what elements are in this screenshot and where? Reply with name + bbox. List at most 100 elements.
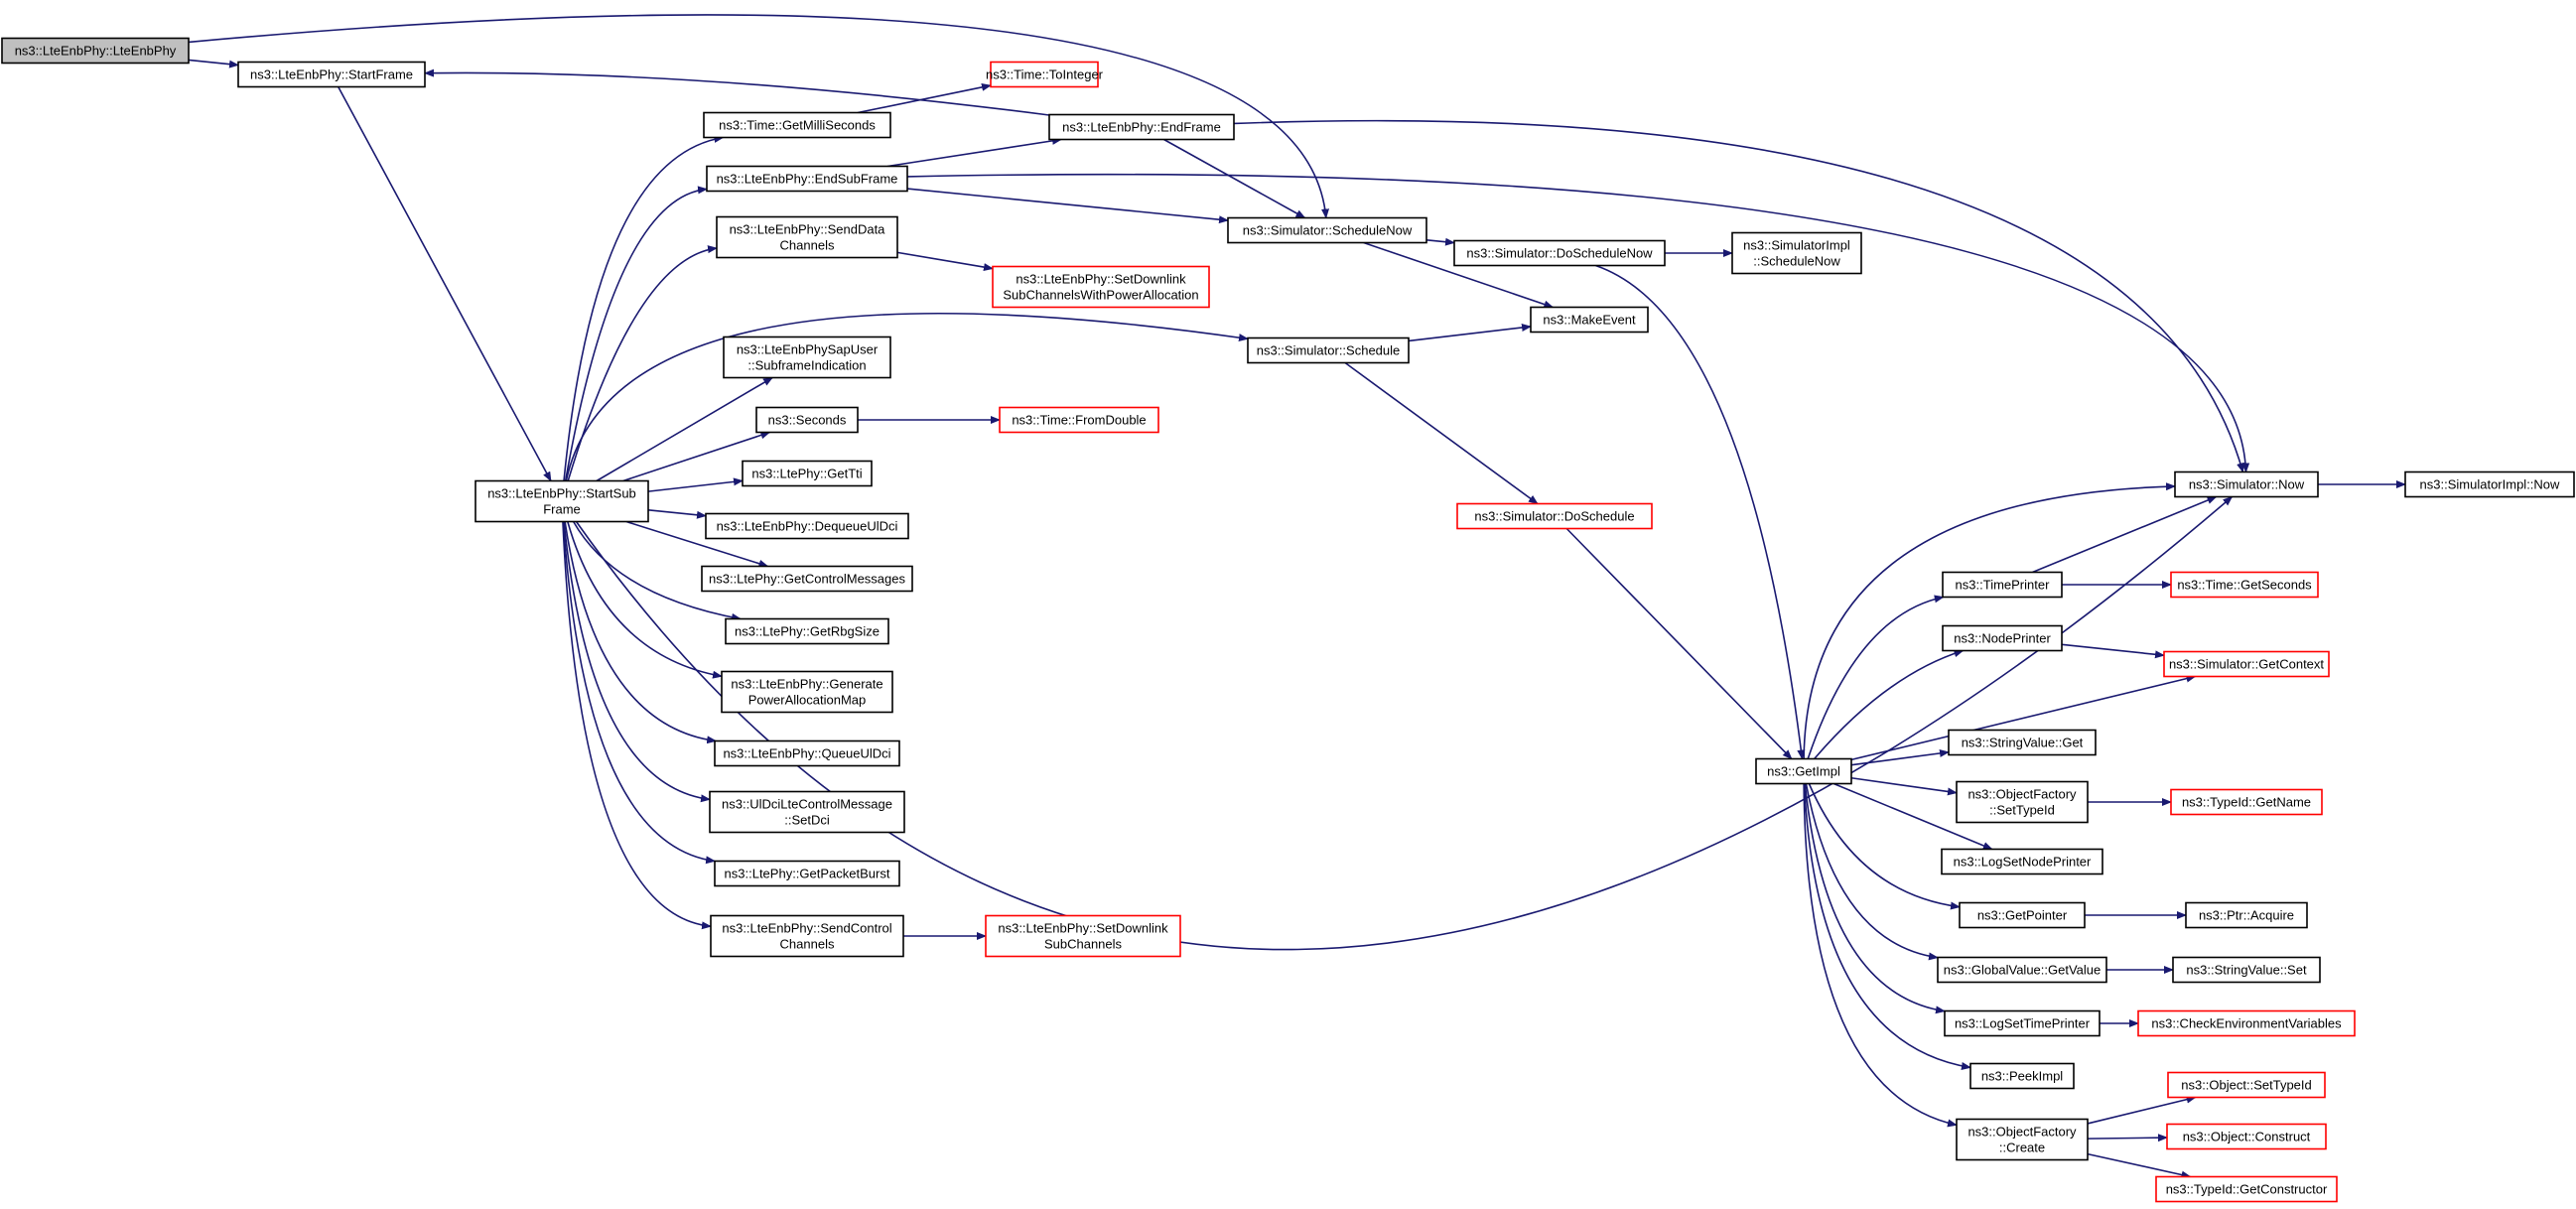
node-label: ns3::NodePrinter (1954, 631, 2051, 646)
node-nodeprinter[interactable]: ns3::NodePrinter (1942, 624, 2063, 652)
edge-getimpl-to-stringvalue_get (1850, 748, 1950, 766)
node-label: ns3::Time::GetSeconds (2177, 578, 2312, 593)
node-globalvalue_getvalue[interactable]: ns3::GlobalValue::GetValue (1937, 956, 2107, 984)
node-sim_doschedulenow[interactable]: ns3::Simulator::DoScheduleNow (1453, 239, 1666, 267)
node-getpacketburst[interactable]: ns3::LtePhy::GetPacketBurst (714, 860, 900, 887)
edge-startsubframe-to-seconds (622, 431, 771, 482)
node-box (2174, 470, 2319, 498)
node-logsettimeprinter[interactable]: ns3::LogSetTimePrinter (1944, 1009, 2101, 1037)
node-dequeueuldci[interactable]: ns3::LteEnbPhy::DequeueUlDci (705, 512, 909, 540)
node-label: ns3::LtePhy::GetPacketBurst (725, 867, 890, 881)
node-box (1959, 901, 2086, 929)
node-box (1731, 231, 1862, 275)
node-time_getmilliseconds[interactable]: ns3::Time::GetMilliSeconds (703, 111, 891, 139)
node-box (705, 512, 909, 540)
node-box (2167, 1071, 2326, 1099)
node-simimpl_schedulenow[interactable]: ns3::SimulatorImpl::ScheduleNow (1731, 231, 1862, 275)
node-label: ns3::Time::GetMilliSeconds (719, 118, 876, 133)
node-object_settypeid[interactable]: ns3::Object::SetTypeId (2167, 1071, 2326, 1099)
node-setdownlink_power[interactable]: ns3::LteEnbPhy::SetDownlinkSubChannelsWi… (992, 265, 1210, 309)
node-sim_schedule[interactable]: ns3::Simulator::Schedule (1247, 336, 1410, 364)
edge-endframe-to-sim_now (1233, 119, 2244, 473)
node-box (1048, 113, 1235, 141)
node-uldci_setdci[interactable]: ns3::UlDciLteControlMessage::SetDci (709, 790, 905, 834)
node-lteenbphy_ctor[interactable]: ns3::LteEnbPhy::LteEnbPhy (1, 37, 190, 65)
node-box (2137, 1009, 2356, 1037)
node-simimpl_now[interactable]: ns3::SimulatorImpl::Now (2404, 470, 2575, 498)
node-label: ns3::LteEnbPhy::Generate (731, 677, 882, 692)
node-box (742, 460, 873, 487)
edge-senddatachannels-to-setdownlink_power (896, 251, 994, 272)
edge-layer (188, 14, 2406, 1179)
edge-startsubframe-to-sim_schedule (565, 312, 1249, 481)
node-sapuser_subframe[interactable]: ns3::LteEnbPhySapUser::SubframeIndicatio… (723, 336, 891, 379)
node-getimpl[interactable]: ns3::GetImpl (1755, 757, 1852, 785)
node-label: ns3::ObjectFactory (1967, 787, 2077, 802)
node-label: ns3::LtePhy::GetRbgSize (735, 624, 880, 639)
node-box (2172, 956, 2321, 984)
node-sim_now[interactable]: ns3::Simulator::Now (2174, 470, 2319, 498)
edge-getimpl-to-objfactory_settypeid (1850, 776, 1958, 796)
node-box (710, 914, 904, 958)
node-typeid_getname[interactable]: ns3::TypeId::GetName (2170, 788, 2323, 816)
node-box (703, 111, 891, 139)
node-label: ns3::LteEnbPhy::StartSub (487, 486, 636, 501)
node-queueuldci[interactable]: ns3::LteEnbPhy::QueueUlDci (714, 739, 900, 767)
node-label: ns3::Ptr::Acquire (2199, 908, 2294, 923)
node-time_getseconds[interactable]: ns3::Time::GetSeconds (2170, 571, 2319, 599)
node-sim_schedulenow[interactable]: ns3::Simulator::ScheduleNow (1227, 216, 1427, 244)
node-ltephy_gettti[interactable]: ns3::LtePhy::GetTti (742, 460, 873, 487)
node-time_tointeger[interactable]: ns3::Time::ToInteger (986, 61, 1104, 88)
node-label: ns3::Time::FromDouble (1012, 413, 1146, 428)
node-objfactory_settypeid[interactable]: ns3::ObjectFactory::SetTypeId (1956, 780, 2089, 824)
node-ptr_acquire[interactable]: ns3::Ptr::Acquire (2185, 901, 2308, 929)
node-makeevent[interactable]: ns3::MakeEvent (1530, 306, 1649, 334)
node-label: ::SubframeIndication (747, 358, 866, 373)
node-timeprinter[interactable]: ns3::TimePrinter (1942, 571, 2063, 599)
node-getpointer[interactable]: ns3::GetPointer (1959, 901, 2086, 929)
node-endframe[interactable]: ns3::LteEnbPhy::EndFrame (1048, 113, 1235, 141)
node-generatepowermap[interactable]: ns3::LteEnbPhy::GeneratePowerAllocationM… (721, 670, 893, 714)
edge-getimpl-to-globalvalue_getvalue (1805, 783, 1939, 961)
edge-startsubframe-to-ltephy_gettti (647, 477, 744, 492)
node-typeid_getconstructor[interactable]: ns3::TypeId::GetConstructor (2155, 1175, 2338, 1203)
node-stringvalue_get[interactable]: ns3::StringValue::Get (1948, 729, 2097, 756)
edge-sim_schedulenow-to-makeevent (1363, 241, 1555, 309)
node-box (2155, 1175, 2338, 1203)
edge-timeprinter-to-sim_now (2032, 495, 2218, 574)
node-getrbgsize[interactable]: ns3::LtePhy::GetRbgSize (725, 617, 889, 645)
node-sim_doschedule[interactable]: ns3::Simulator::DoSchedule (1456, 502, 1653, 530)
node-endsubframe[interactable]: ns3::LteEnbPhy::EndSubFrame (706, 165, 908, 193)
node-sim_getcontext[interactable]: ns3::Simulator::GetContext (2163, 650, 2330, 678)
node-objfactory_create[interactable]: ns3::ObjectFactory::Create (1956, 1118, 2089, 1161)
node-label: ns3::LteEnbPhy::SendControl (722, 921, 891, 936)
node-label: ::SetTypeId (1989, 803, 2055, 818)
node-time_fromdouble[interactable]: ns3::Time::FromDouble (999, 406, 1159, 434)
node-startframe[interactable]: ns3::LteEnbPhy::StartFrame (237, 61, 426, 88)
node-label: ns3::TypeId::GetName (2182, 795, 2311, 810)
node-logsetnodeprinter[interactable]: ns3::LogSetNodePrinter (1941, 848, 2103, 875)
node-box (721, 670, 893, 714)
node-stringvalue_set[interactable]: ns3::StringValue::Set (2172, 956, 2321, 984)
node-box (709, 790, 905, 834)
edge-endsubframe-to-sim_schedulenow (906, 188, 1229, 224)
node-box (725, 617, 889, 645)
node-object_construct[interactable]: ns3::Object::Construct (2166, 1123, 2327, 1150)
node-label: Channels (780, 937, 835, 952)
node-peekimpl[interactable]: ns3::PeekImpl (1969, 1062, 2075, 1090)
node-seconds[interactable]: ns3::Seconds (755, 406, 859, 434)
edge-getimpl-to-sim_getcontext (1850, 674, 2197, 761)
edge-getimpl-to-peekimpl (1803, 783, 1971, 1070)
edge-sim_schedulenow-to-sim_doschedulenow (1425, 237, 1455, 246)
edge-lteenbphy_ctor-to-sim_schedulenow (188, 14, 1329, 219)
node-label: ns3::TypeId::GetConstructor (2166, 1182, 2328, 1197)
node-label: ns3::LteEnbPhy::QueueUlDci (723, 746, 890, 761)
node-label: ns3::TimePrinter (1956, 578, 2051, 593)
node-checkenvvars[interactable]: ns3::CheckEnvironmentVariables (2137, 1009, 2356, 1037)
node-getcontrolmessages[interactable]: ns3::LtePhy::GetControlMessages (701, 565, 913, 593)
